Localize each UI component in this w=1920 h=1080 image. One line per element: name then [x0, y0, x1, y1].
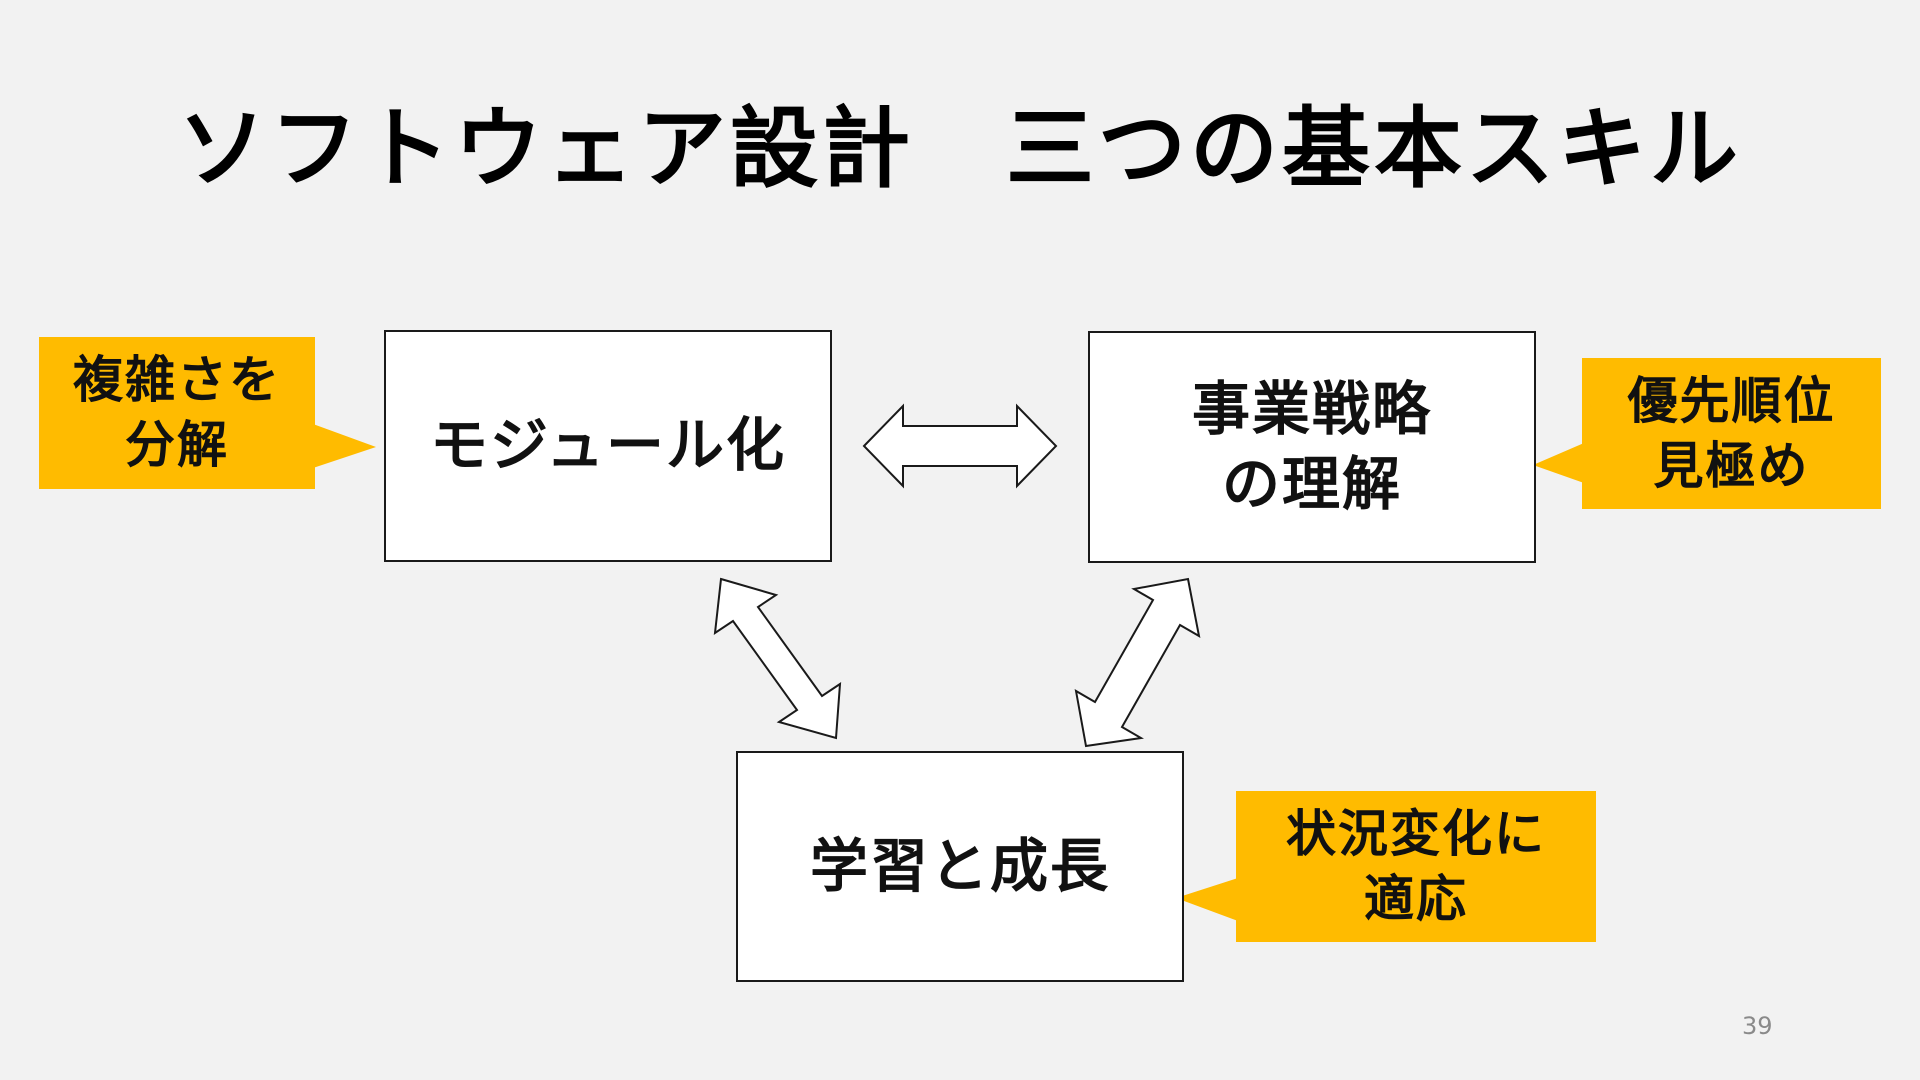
node-learning-growth-label: 学習と成長: [809, 831, 1110, 900]
callout-complexity: 複雑さを 分解: [39, 337, 315, 489]
node-business-strategy-label: 事業戦略 の理解: [1191, 374, 1432, 518]
callout-pointer-adapt: [1176, 878, 1238, 921]
callout-priority: 優先順位 見極め: [1582, 358, 1881, 509]
page-number: 39: [1742, 1012, 1773, 1040]
arrow-business-learning: [1074, 577, 1201, 748]
callout-adapt: 状況変化に 適応: [1236, 791, 1596, 942]
slide-title: ソフトウェア設計 三つの基本スキル: [177, 97, 1742, 200]
callout-adapt-text: 状況変化に 適応: [1286, 804, 1546, 928]
node-modular: モジュール化: [384, 330, 832, 562]
arrow-modular-learning: [713, 577, 842, 740]
node-learning-growth: 学習と成長: [736, 751, 1184, 982]
callout-pointer-complexity: [313, 424, 376, 468]
arrow-modular-business: [862, 403, 1058, 489]
callout-priority-text: 優先順位 見極め: [1627, 371, 1836, 495]
callout-pointer-priority: [1533, 443, 1584, 483]
node-modular-label: モジュール化: [430, 411, 786, 480]
node-business-strategy: 事業戦略 の理解: [1088, 331, 1536, 563]
callout-complexity-text: 複雑さを 分解: [73, 351, 281, 474]
